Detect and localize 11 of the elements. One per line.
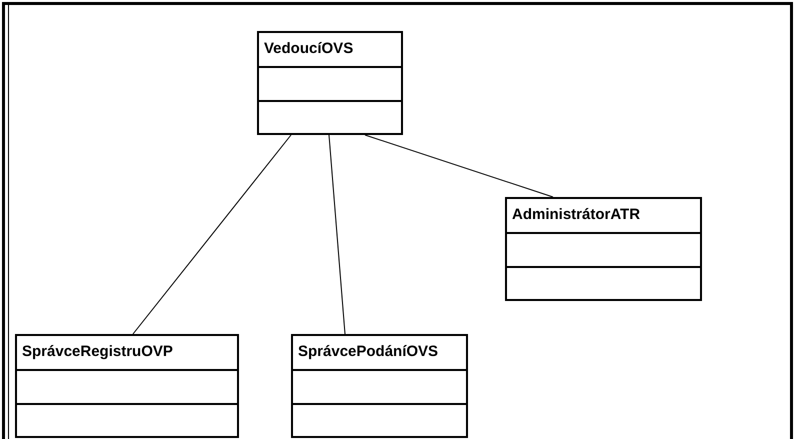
class-name: SprávcePodáníOVS [298, 342, 438, 362]
association-line [364, 134, 554, 198]
class-name: VedoucíOVS [264, 39, 354, 60]
class-box [505, 197, 702, 301]
association-line [328, 134, 346, 334]
class-name: AdministrátorATR [512, 205, 640, 226]
class-name: SprávceRegistruOVP [22, 342, 173, 362]
class-box [15, 334, 239, 438]
class-box [291, 334, 468, 438]
association-line [132, 134, 292, 334]
class-box [257, 31, 403, 135]
